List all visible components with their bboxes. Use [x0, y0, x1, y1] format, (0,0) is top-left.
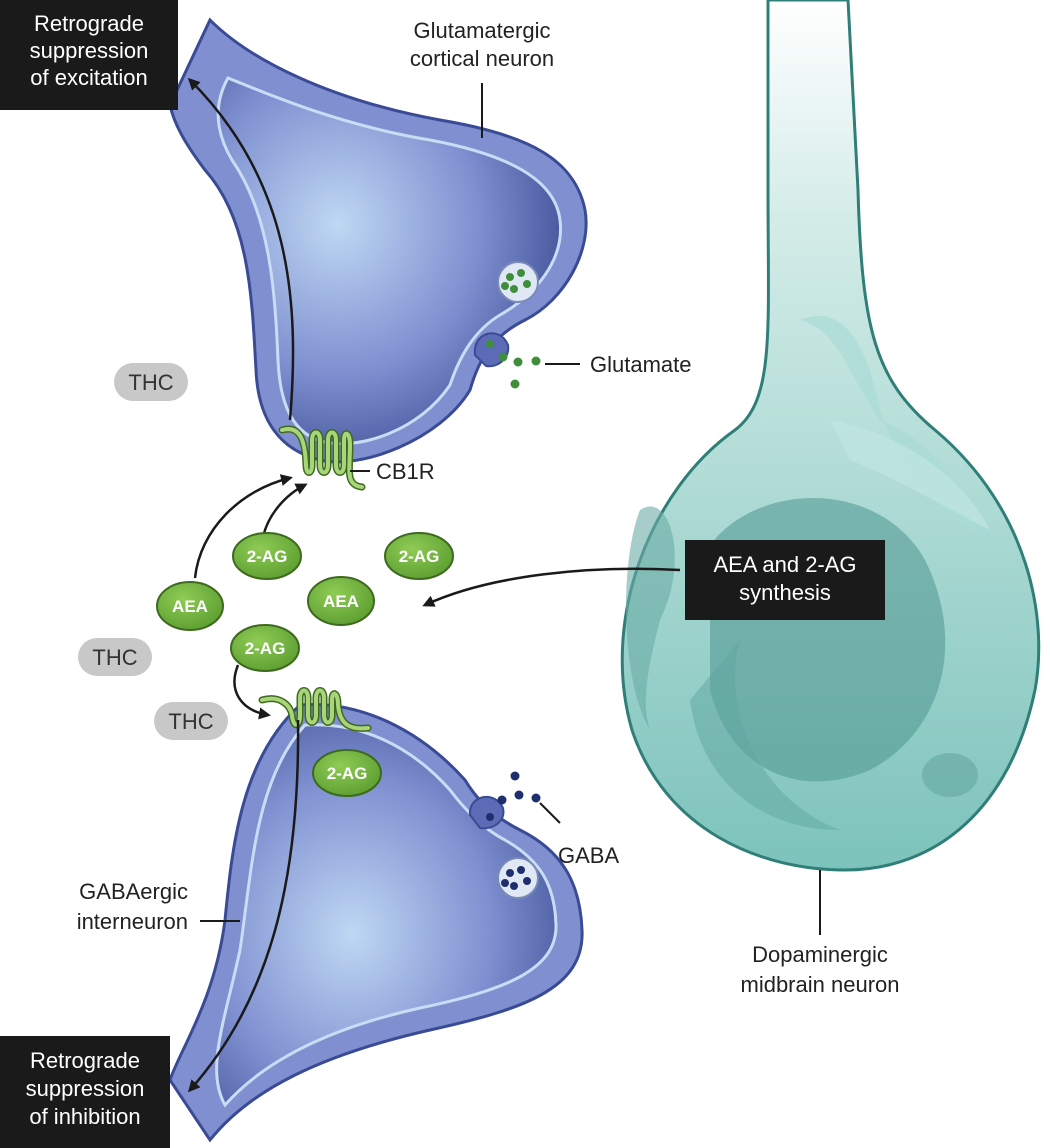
svg-text:GABAergic: GABAergic	[79, 879, 188, 904]
arrows	[187, 77, 681, 1093]
label-glutamatergic-neuron: Glutamatergic cortical neuron	[410, 18, 554, 71]
glutamate-vesicle	[497, 261, 539, 303]
gabaergic-neuron	[168, 702, 584, 1143]
svg-text:synthesis: synthesis	[739, 580, 831, 605]
svg-text:2-AG: 2-AG	[247, 547, 288, 566]
arrow-retrograde-inhibition	[188, 719, 300, 1093]
thc-pill-2: THC	[78, 638, 152, 676]
svg-text:THC: THC	[92, 645, 137, 670]
box-synthesis: AEA and 2-AG synthesis	[685, 540, 885, 620]
arrow-2ag-to-bottom-cb1r	[233, 664, 271, 720]
molecule-2ag-3: 2-AG	[230, 624, 300, 672]
arrow-2ag-to-cb1r	[261, 483, 308, 538]
svg-text:midbrain neuron: midbrain neuron	[741, 972, 900, 997]
molecule-aea-1: AEA	[156, 581, 224, 631]
glutamatergic-neuron	[168, 17, 588, 464]
svg-text:Retrograde: Retrograde	[30, 1048, 140, 1073]
label-cb1r: CB1R	[376, 459, 435, 484]
svg-text:Dopaminergic: Dopaminergic	[752, 942, 888, 967]
label-dopaminergic-neuron: Dopaminergic midbrain neuron	[741, 942, 900, 997]
label-gabaergic-interneuron: GABAergic interneuron	[77, 879, 188, 934]
glutamate-molecules	[498, 352, 541, 389]
svg-text:cortical neuron: cortical neuron	[410, 46, 554, 71]
svg-text:AEA: AEA	[172, 597, 208, 616]
label-glutamate: Glutamate	[590, 352, 692, 377]
arrow-retrograde-excitation	[187, 77, 295, 421]
box-retrograde-inhibition: Retrograde suppression of inhibition	[0, 1036, 170, 1148]
thc-pill-1: THC	[114, 363, 188, 401]
molecule-aea-2: AEA	[307, 576, 375, 626]
svg-text:Retrograde: Retrograde	[34, 11, 144, 36]
dopaminergic-neuron	[620, 0, 1041, 872]
molecule-2ag-2: 2-AG	[384, 532, 454, 580]
svg-text:AEA: AEA	[323, 592, 359, 611]
leader-lines	[200, 83, 821, 935]
svg-text:2-AG: 2-AG	[399, 547, 440, 566]
svg-text:2-AG: 2-AG	[327, 764, 368, 783]
svg-text:THC: THC	[168, 709, 213, 734]
molecule-2ag-1: 2-AG	[232, 532, 302, 580]
label-gaba: GABA	[558, 843, 619, 868]
svg-text:THC: THC	[128, 370, 173, 395]
arrow-synthesis	[422, 567, 681, 607]
svg-text:suppression: suppression	[26, 1076, 145, 1101]
svg-text:2-AG: 2-AG	[245, 639, 286, 658]
svg-text:Glutamatergic: Glutamatergic	[414, 18, 551, 43]
thc-pill-3: THC	[154, 702, 228, 740]
svg-text:AEA and 2-AG: AEA and 2-AG	[713, 552, 856, 577]
svg-text:of inhibition: of inhibition	[29, 1104, 140, 1129]
svg-text:suppression: suppression	[30, 38, 149, 63]
gaba-vesicle	[497, 857, 539, 899]
svg-text:of excitation: of excitation	[30, 65, 147, 90]
box-retrograde-excitation: Retrograde suppression of excitation	[0, 0, 178, 110]
svg-text:interneuron: interneuron	[77, 909, 188, 934]
arrow-aea-to-cb1r	[193, 474, 293, 579]
molecule-2ag-4: 2-AG	[312, 749, 382, 797]
gaba-molecules	[497, 771, 541, 805]
